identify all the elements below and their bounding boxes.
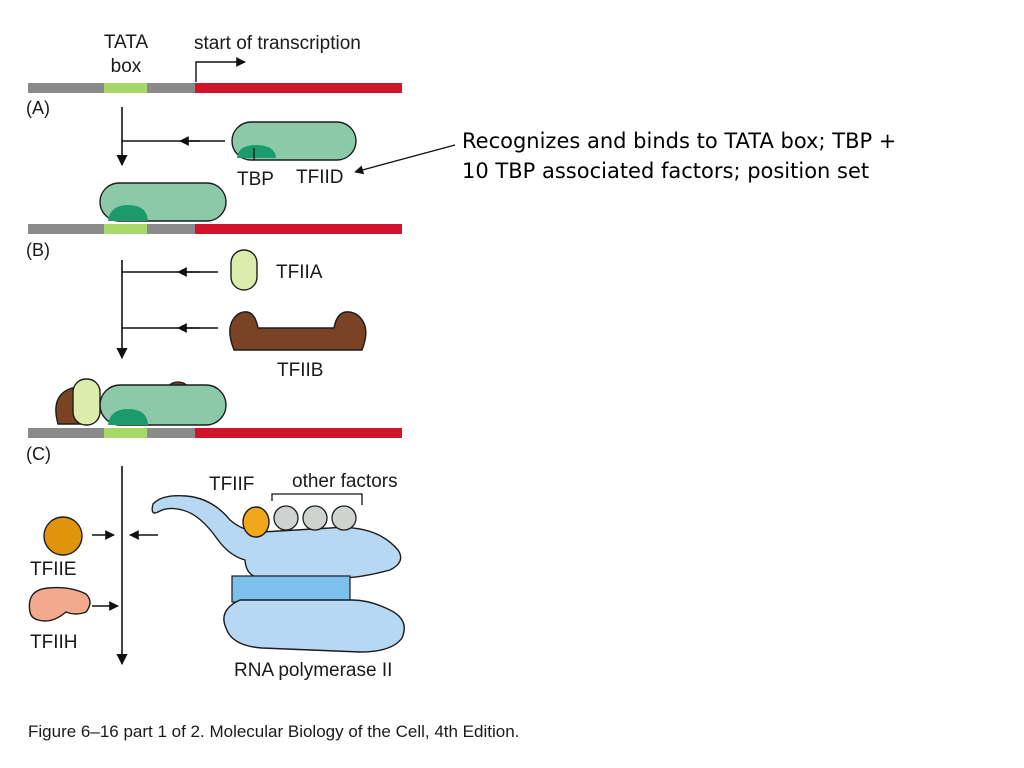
tfiib-shape [229,311,367,351]
other-factors [273,505,357,531]
tfiia-label: TFIIA [276,262,323,283]
tfiid-complex [231,121,357,161]
annotation-pointer-arrow [354,144,456,175]
dna-strand-a [28,83,402,93]
tfiie-shape [43,516,83,556]
rna-polymerase-ii [151,494,405,653]
tfiif-label: TFIIF [209,474,254,495]
tfiia-shape [230,249,258,291]
tata-box-label-line2: box [111,56,142,77]
other-factors-label: other factors [292,471,398,492]
tbp-label: TBP [237,169,274,190]
tfiid-label: TFIID [296,167,344,188]
dna-strand-c [28,428,402,438]
assembled-complex [55,378,227,426]
tbp-subunit [237,145,276,158]
tata-box-label-line1: TATA [104,32,149,53]
tfiih-label: TFIIH [30,632,78,653]
bound-tfiid [99,182,227,222]
panel-a-label: (A) [26,98,50,118]
panel-b-label: (B) [26,240,50,260]
figure-caption: Figure 6–16 part 1 of 2. Molecular Biolo… [28,722,519,741]
rna-polymerase-label: RNA polymerase II [234,660,392,681]
tfiib-label: TFIIB [277,360,323,381]
annotation-line-2: 10 TBP associated factors; position set [462,159,869,183]
tfiih-shape [28,586,91,622]
dna-strand-b [28,224,402,234]
tfiie-label: TFIIE [30,559,76,580]
other-factors-bracket [271,493,363,505]
tata-box-segment [104,83,147,93]
panel-c-label: (C) [26,444,51,464]
tfiif-shape [242,506,270,538]
annotation-line-1: Recognizes and binds to TATA box; TBP + [462,129,896,153]
transcription-start-arrow [195,57,246,82]
start-of-transcription-label: start of transcription [194,33,361,54]
